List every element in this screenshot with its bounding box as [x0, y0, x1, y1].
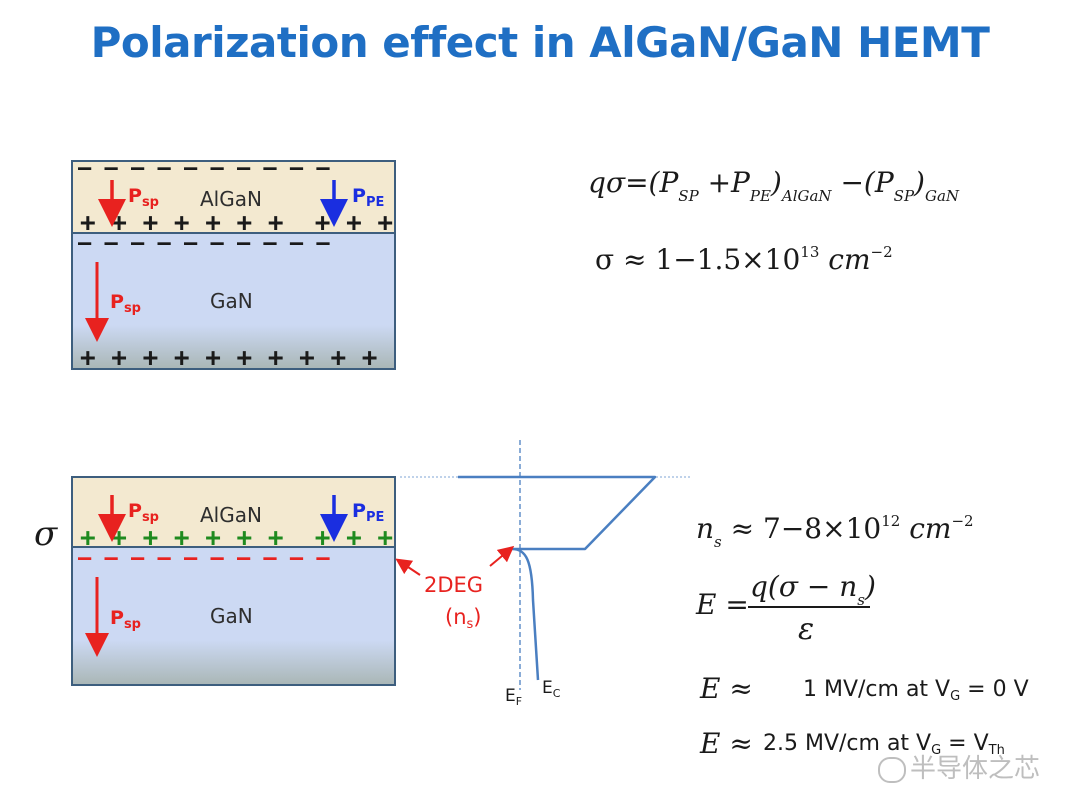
eq-ns-value: ns ≈ 7−8×1012 cm−2: [696, 512, 974, 551]
bottom-ppe-label: PPE: [352, 500, 385, 525]
ns-label: (ns): [445, 605, 482, 632]
eq-field-vg0-lhs: E ≈: [700, 672, 753, 705]
conduction-band: [458, 475, 657, 681]
twodeg-arrow-to-band: [489, 545, 515, 567]
top-gan-label: GaN: [210, 289, 253, 313]
eq-field-lhs: E =: [696, 588, 749, 621]
twodeg-label: 2DEG: [424, 573, 484, 597]
top-ppe-label: PPE: [352, 185, 385, 210]
watermark: 半导体之芯: [878, 748, 1040, 785]
top-algan-label: AlGaN: [200, 187, 262, 211]
eq-field-fraction-bar: [748, 606, 870, 608]
top-gan-layer: [71, 234, 396, 370]
sigma-label: σ: [34, 514, 58, 554]
eq-field-numerator: q(σ − ns): [750, 570, 876, 609]
eq-sigma-value: σ ≈ 1−1.5×1013 cm−2: [595, 243, 893, 276]
bottom-charge-interface-minus: — — — — — — — — — —: [78, 546, 330, 571]
top-psp-algan-label: Psp: [128, 185, 159, 210]
bottom-psp-algan-label: Psp: [128, 500, 159, 525]
eq-field-vth-text: 2.5 MV/cm at VG = VTh: [763, 731, 1005, 758]
wechat-icon: [878, 756, 906, 783]
eq-field-vg0-text: 1 MV/cm at VG = 0 V: [803, 677, 1029, 704]
eq-field-vth-lhs: E ≈: [700, 727, 753, 760]
eq-sigma-definition: qσ=(PSP +PPE)AlGaN −(PSP)GaN: [588, 166, 960, 205]
bottom-algan-label: AlGaN: [200, 503, 262, 527]
bottom-gan-label: GaN: [210, 604, 253, 628]
slide-title: Polarization effect in AlGaN/GaN HEMT: [90, 18, 990, 67]
top-charge-bottom: + + + + + + + + + +: [80, 343, 378, 373]
eq-field-denominator: ε: [798, 612, 815, 647]
bottom-psp-gan-label: Psp: [110, 607, 141, 632]
twodeg-arrow-to-interface: [395, 558, 421, 576]
top-charge-surface: — — — — — — — — — —: [78, 156, 330, 181]
ec-label: EC: [542, 678, 561, 700]
top-charge-interface-minus: — — — — — — — — — —: [78, 231, 330, 256]
bottom-gan-layer: [71, 548, 396, 686]
top-psp-gan-label: Psp: [110, 291, 141, 316]
ef-label: EF: [505, 686, 523, 708]
